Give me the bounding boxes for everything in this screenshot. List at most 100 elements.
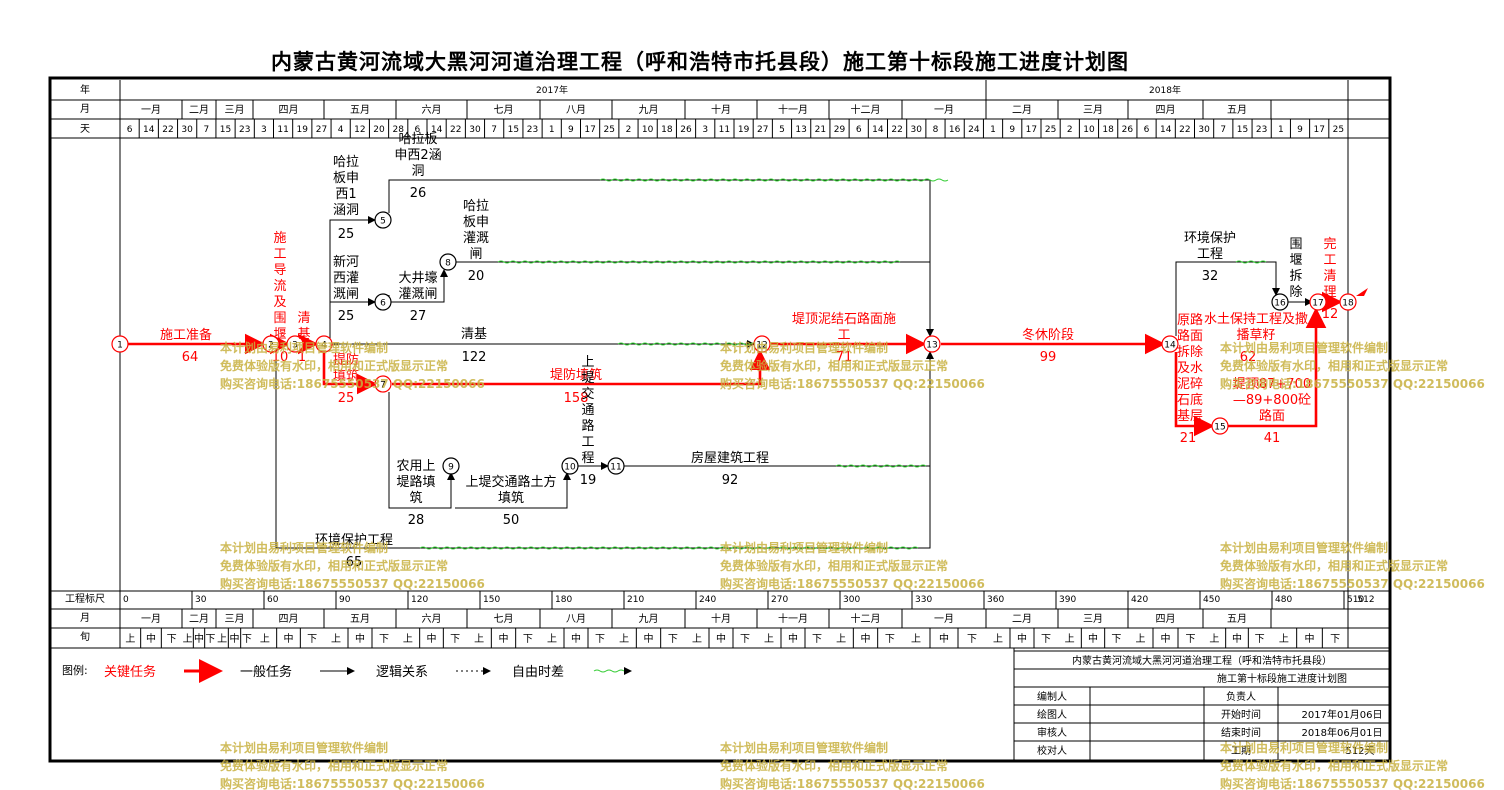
xun-label: 中 [939,632,949,645]
xun-label: 上 [619,633,629,645]
xun-label: 下 [885,634,895,645]
day-label: 14 [872,125,884,135]
day-label: 30 [181,125,193,135]
footer-month-label: 月 [80,612,90,624]
day-label: 19 [738,125,750,135]
legend-critical: 关键任务 [104,664,156,680]
task-label: 房屋建筑工程 [691,450,769,466]
svg-text:—89+800砼: —89+800砼 [1233,393,1311,408]
month-label: 三月 [1083,613,1103,625]
node-7: 7 [374,375,392,393]
node-14: 14 [1161,335,1179,353]
node-6: 6 [374,293,392,311]
day-label: 27 [757,125,768,135]
svg-text:购买咨询电话:18675550537 QQ:22150066: 购买咨询电话:18675550537 QQ:22150066 [220,376,485,391]
day-label: 23 [527,125,538,135]
scale-tick: 420 [1131,595,1148,605]
watermark: 本计划由易利项目管理软件编制免费体验版有水印，相用和正式版显示正常购买咨询电话:… [220,340,485,391]
year-2018: 2018年 [1149,84,1181,96]
task-duration: 32 [1202,269,1219,284]
svg-text:通: 通 [581,403,594,418]
xun-label: 下 [967,634,977,645]
info-label: 负责人 [1226,690,1256,703]
day-label: 10 [642,125,654,135]
task-duration: 92 [722,473,739,488]
scale-tick: 60 [267,595,279,605]
xun-label: 中 [1088,632,1098,645]
svg-text:筑: 筑 [409,490,422,506]
task-duration: 19 [580,473,597,488]
svg-text:理: 理 [1323,285,1336,300]
svg-text:购买咨询电话:18675550537 QQ:22150066: 购买咨询电话:18675550537 QQ:22150066 [220,776,485,790]
month-label: 二月 [189,613,209,625]
xun-label: 上 [474,633,484,645]
day-label: 7 [1220,125,1226,135]
xun-label: 上 [993,633,1003,645]
scale-label: 工程标尺 [65,593,105,605]
svg-text:18: 18 [1342,299,1354,309]
xun-label: 中 [230,632,240,645]
xun-label: 上 [260,633,270,645]
svg-text:工: 工 [581,435,594,450]
info-label: 审核人 [1037,726,1067,739]
day-label: 17 [1313,125,1324,135]
svg-text:9: 9 [448,463,454,473]
task-label: 冬休阶段 [1022,327,1074,343]
svg-text:石底: 石底 [1177,392,1203,408]
day-label: 30 [1198,125,1210,135]
svg-text:15: 15 [1214,423,1225,433]
task-duration: 122 [462,350,487,365]
month-label: 四月 [279,104,299,116]
svg-text:工程: 工程 [1197,247,1223,262]
svg-text:工: 工 [837,328,850,343]
day-label: 30 [911,125,923,135]
svg-text:购买咨询电话:18675550537 QQ:22150066: 购买咨询电话:18675550537 QQ:22150066 [220,576,485,591]
xun-label: 中 [788,632,798,645]
svg-text:除: 除 [1289,285,1302,300]
node-3: 3 [286,335,304,353]
xun-label: 中 [355,632,365,645]
xun-label: 中 [571,632,581,645]
month-label: 六月 [422,104,442,116]
svg-text:路: 路 [581,418,594,434]
scale-tick: 330 [915,595,932,605]
day-label: 6 [1144,125,1150,135]
day-label: 9 [1009,125,1015,135]
day-label: 5 [779,125,785,135]
watermark: 本计划由易利项目管理软件编制免费体验版有水印，相用和正式版显示正常购买咨询电话:… [720,540,985,591]
month-label: 一月 [934,104,954,116]
svg-text:免费体验版有水印，相用和正式版显示正常: 免费体验版有水印，相用和正式版显示正常 [720,758,948,773]
svg-text:3: 3 [292,341,298,351]
svg-text:堰: 堰 [273,327,286,342]
day-label: 7 [203,125,209,135]
xun-label: 上 [1136,633,1146,645]
task-duration: 158 [564,391,589,406]
svg-text:14: 14 [1164,341,1176,351]
task-duration: 27 [410,309,427,324]
scale-end: 512 [1357,595,1374,605]
xun-label: 中 [194,632,204,645]
month-label: 一月 [934,613,954,625]
task-duration: 10 [272,350,289,365]
svg-text:本计划由易利项目管理软件编制: 本计划由易利项目管理软件编制 [220,540,388,555]
node-4: 4 [315,335,333,353]
day-label: 24 [968,125,980,135]
day-label: 16 [949,125,961,135]
task-duration: 26 [410,186,427,201]
info-label: 校对人 [1037,744,1067,757]
xun-label: 中 [644,632,654,645]
page-title: 内蒙古黄河流域大黑河河道治理工程（呼和浩特市托县段）施工第十标段施工进度计划图 [271,50,1129,74]
svg-text:清: 清 [297,311,310,326]
xun-label: 中 [1161,632,1171,645]
day-label: 21 [815,125,826,135]
svg-text:购买咨询电话:18675550537 QQ:22150066: 购买咨询电话:18675550537 QQ:22150066 [1220,776,1485,790]
xun-label: 上 [1065,633,1075,645]
scale-tick: 360 [987,595,1004,605]
svg-text:灌溉闸: 灌溉闸 [398,287,437,302]
xun-label: 下 [205,634,215,645]
critical-links [128,291,1343,437]
xun-label: 中 [146,632,156,645]
svg-text:本计划由易利项目管理软件编制: 本计划由易利项目管理软件编制 [1220,740,1388,755]
month-label: 六月 [422,613,442,625]
